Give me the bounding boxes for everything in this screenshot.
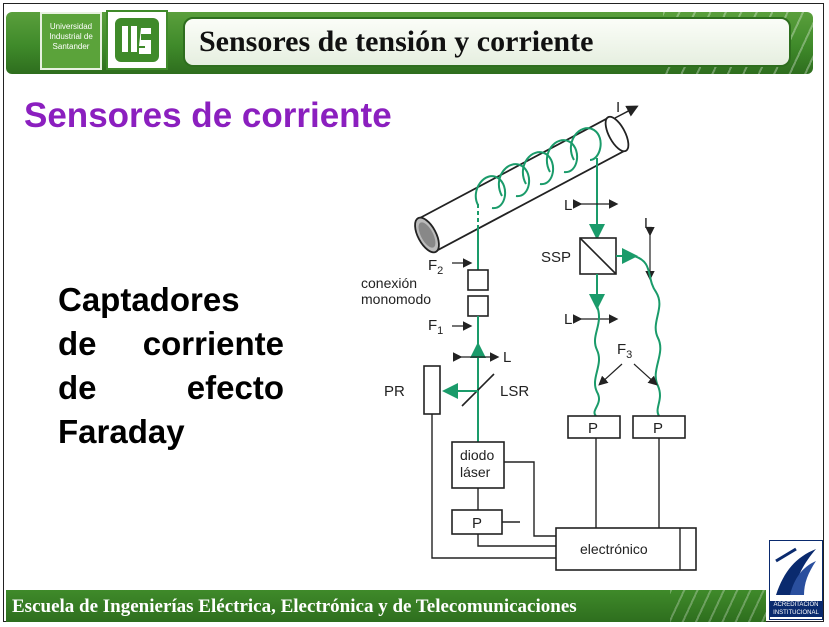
pr-detector [423,365,441,415]
ssp-diagonal [579,237,617,275]
connector-box-upper [467,269,489,291]
p-box-right-label: P [653,420,663,437]
body-line: de efecto [58,369,284,406]
f3-label: F3 [617,341,632,361]
current-label: I [616,99,620,116]
f2-label: F2 [428,257,443,277]
connection-label-1: conexión [361,275,417,291]
accreditation-icon [775,547,816,595]
university-logo-line: Santander [52,42,90,51]
conductor-cylinder [414,115,630,254]
wiring [431,414,660,559]
section-subtitle: Sensores de corriente [24,96,392,135]
title-box: Sensores de tensión y corriente [183,17,791,67]
accreditation-label: ACREDITACIÓN INSTITUCIONAL [770,601,822,617]
university-logo-line: Industrial de [49,32,93,41]
p-box-right [632,415,686,439]
electronics-label: electrónico [580,541,648,557]
body-line: Captadores [58,281,240,318]
connector-box-lower [467,295,489,317]
fiber-coil [474,127,602,210]
connection-label-2: monomodo [361,291,431,307]
pr-label: PR [384,383,405,400]
university-logo-line: Universidad [49,22,93,31]
lens-top-label: L [564,197,572,214]
f3-arrow-right [633,363,658,386]
ssp-label: SSP [541,249,571,266]
laser-diode-label-2: láser [460,464,491,480]
university-logo: Universidad Industrial de Santander [40,12,102,70]
page-title: Sensores de tensión y corriente [199,25,594,58]
body-line: de corriente [58,325,284,362]
p-box-left [567,415,621,439]
accreditation-logo: ACREDITACIÓN INSTITUCIONAL [769,540,823,620]
lsr-label: LSR [500,383,529,400]
fiber-wavy-right [633,255,662,417]
lens-bottom-label: L [564,311,572,328]
footer-text: Escuela de Ingenierías Eléctrica, Electr… [12,596,577,617]
f1-label: F1 [428,317,443,337]
footer-stripes [670,590,766,622]
body-text: Captadores de corriente de efecto Farada… [58,278,284,454]
laser-diode-box [451,441,505,489]
fiber-wavy-left [593,305,600,417]
p-box-diode-label: P [472,515,482,532]
current-arrow [614,105,639,119]
uis-logo-icon [115,18,159,62]
lens-left-label: L [503,349,511,366]
lens-right-label: L [644,215,652,232]
footer-band [6,590,766,622]
laser-diode-label-1: diodo [460,447,494,463]
body-line: Faraday [58,413,185,450]
slide-frame [3,3,824,622]
uis-logo [106,10,168,70]
f3-arrow-left [598,363,623,386]
electronics-box [555,527,697,571]
p-box-left-label: P [588,420,598,437]
